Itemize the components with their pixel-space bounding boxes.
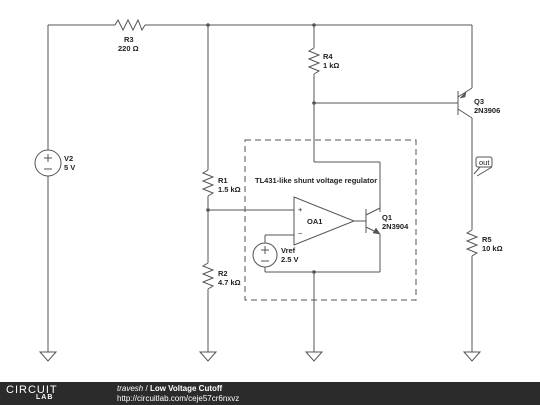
resistor-r2[interactable]: R2 4.7 kΩ xyxy=(201,262,241,352)
circuit-schematic: R3 220 Ω R4 1 kΩ Q3 2N3906 out R5 xyxy=(34,18,503,362)
resistor-r3[interactable]: R3 220 Ω xyxy=(114,18,146,53)
regulator-ground-node xyxy=(312,270,316,274)
r2-name: R2 xyxy=(218,269,228,278)
ground-symbol-regulator xyxy=(304,351,324,362)
q3-name: Q3 xyxy=(474,97,484,106)
top-rail-wires xyxy=(47,24,473,352)
opamp-minus-sign: − xyxy=(298,229,303,238)
r1-value: 1.5 kΩ xyxy=(218,185,241,194)
junction-dot xyxy=(312,23,316,27)
opamp-plus-sign: + xyxy=(298,205,303,214)
v2-name: V2 xyxy=(64,154,73,163)
oa1-name: OA1 xyxy=(307,217,322,226)
r4-value: 1 kΩ xyxy=(323,61,339,70)
footer-bar: CIRCUIT LAB travesh / Low Voltage Cutoff… xyxy=(0,382,540,405)
logo-text-bottom: LAB xyxy=(36,394,54,401)
q3-base-wires xyxy=(313,102,452,212)
r1-name: R1 xyxy=(218,176,228,185)
regulator-box-label: TL431-like shunt voltage regulator xyxy=(255,176,377,185)
r2-value: 4.7 kΩ xyxy=(218,278,241,287)
credit-separator: / xyxy=(145,384,148,393)
r5-value: 10 kΩ xyxy=(482,244,503,253)
voltage-source-v2[interactable]: V2 5 V xyxy=(34,149,75,177)
logo-text-top: CIRCUIT xyxy=(6,384,58,396)
transistor-q3[interactable]: Q3 2N3906 xyxy=(452,87,500,119)
r3-name: R3 xyxy=(124,35,134,44)
r5-name: R5 xyxy=(482,235,492,244)
circuitlab-logo[interactable]: CIRCUIT LAB xyxy=(6,384,101,403)
v2-value: 5 V xyxy=(64,163,75,172)
circuit-title: Low Voltage Cutoff xyxy=(149,384,223,393)
resistor-r1[interactable]: R1 1.5 kΩ xyxy=(201,169,241,263)
q3-value: 2N3906 xyxy=(474,106,500,115)
opamp-oa1[interactable]: + − OA1 xyxy=(293,196,366,246)
ground-symbol-r5 xyxy=(462,351,482,362)
q1-value: 2N3904 xyxy=(382,222,409,231)
circuit-url-link[interactable]: http://circuitlab.com/ceje57cr6nxvz xyxy=(117,394,240,403)
ground-symbol-r2 xyxy=(198,351,218,362)
out-label-flag: out xyxy=(473,156,493,177)
vref-name: Vref xyxy=(281,246,296,255)
regulator-box: TL431-like shunt voltage regulator xyxy=(244,139,417,301)
credit-line: travesh / Low Voltage Cutoff xyxy=(117,384,239,394)
resistor-r4[interactable]: R4 1 kΩ xyxy=(307,47,339,103)
author-link[interactable]: travesh xyxy=(117,384,144,393)
transistor-q1[interactable]: Q1 2N3904 xyxy=(365,207,409,272)
junction-dot xyxy=(206,23,210,27)
resistor-r5[interactable]: R5 10 kΩ xyxy=(465,229,503,257)
junction-dot xyxy=(312,101,316,105)
r3-value: 220 Ω xyxy=(118,44,139,53)
credit-block: travesh / Low Voltage Cutoff http://circ… xyxy=(117,384,239,404)
q1-name: Q1 xyxy=(382,213,392,222)
divider-to-opamp-wire xyxy=(206,208,294,212)
ground-symbol-v2 xyxy=(38,351,58,362)
vref-value: 2.5 V xyxy=(281,255,299,264)
r4-name: R4 xyxy=(323,52,333,61)
out-label: out xyxy=(479,158,490,167)
voltage-source-vref[interactable]: Vref 2.5 V xyxy=(252,234,380,273)
